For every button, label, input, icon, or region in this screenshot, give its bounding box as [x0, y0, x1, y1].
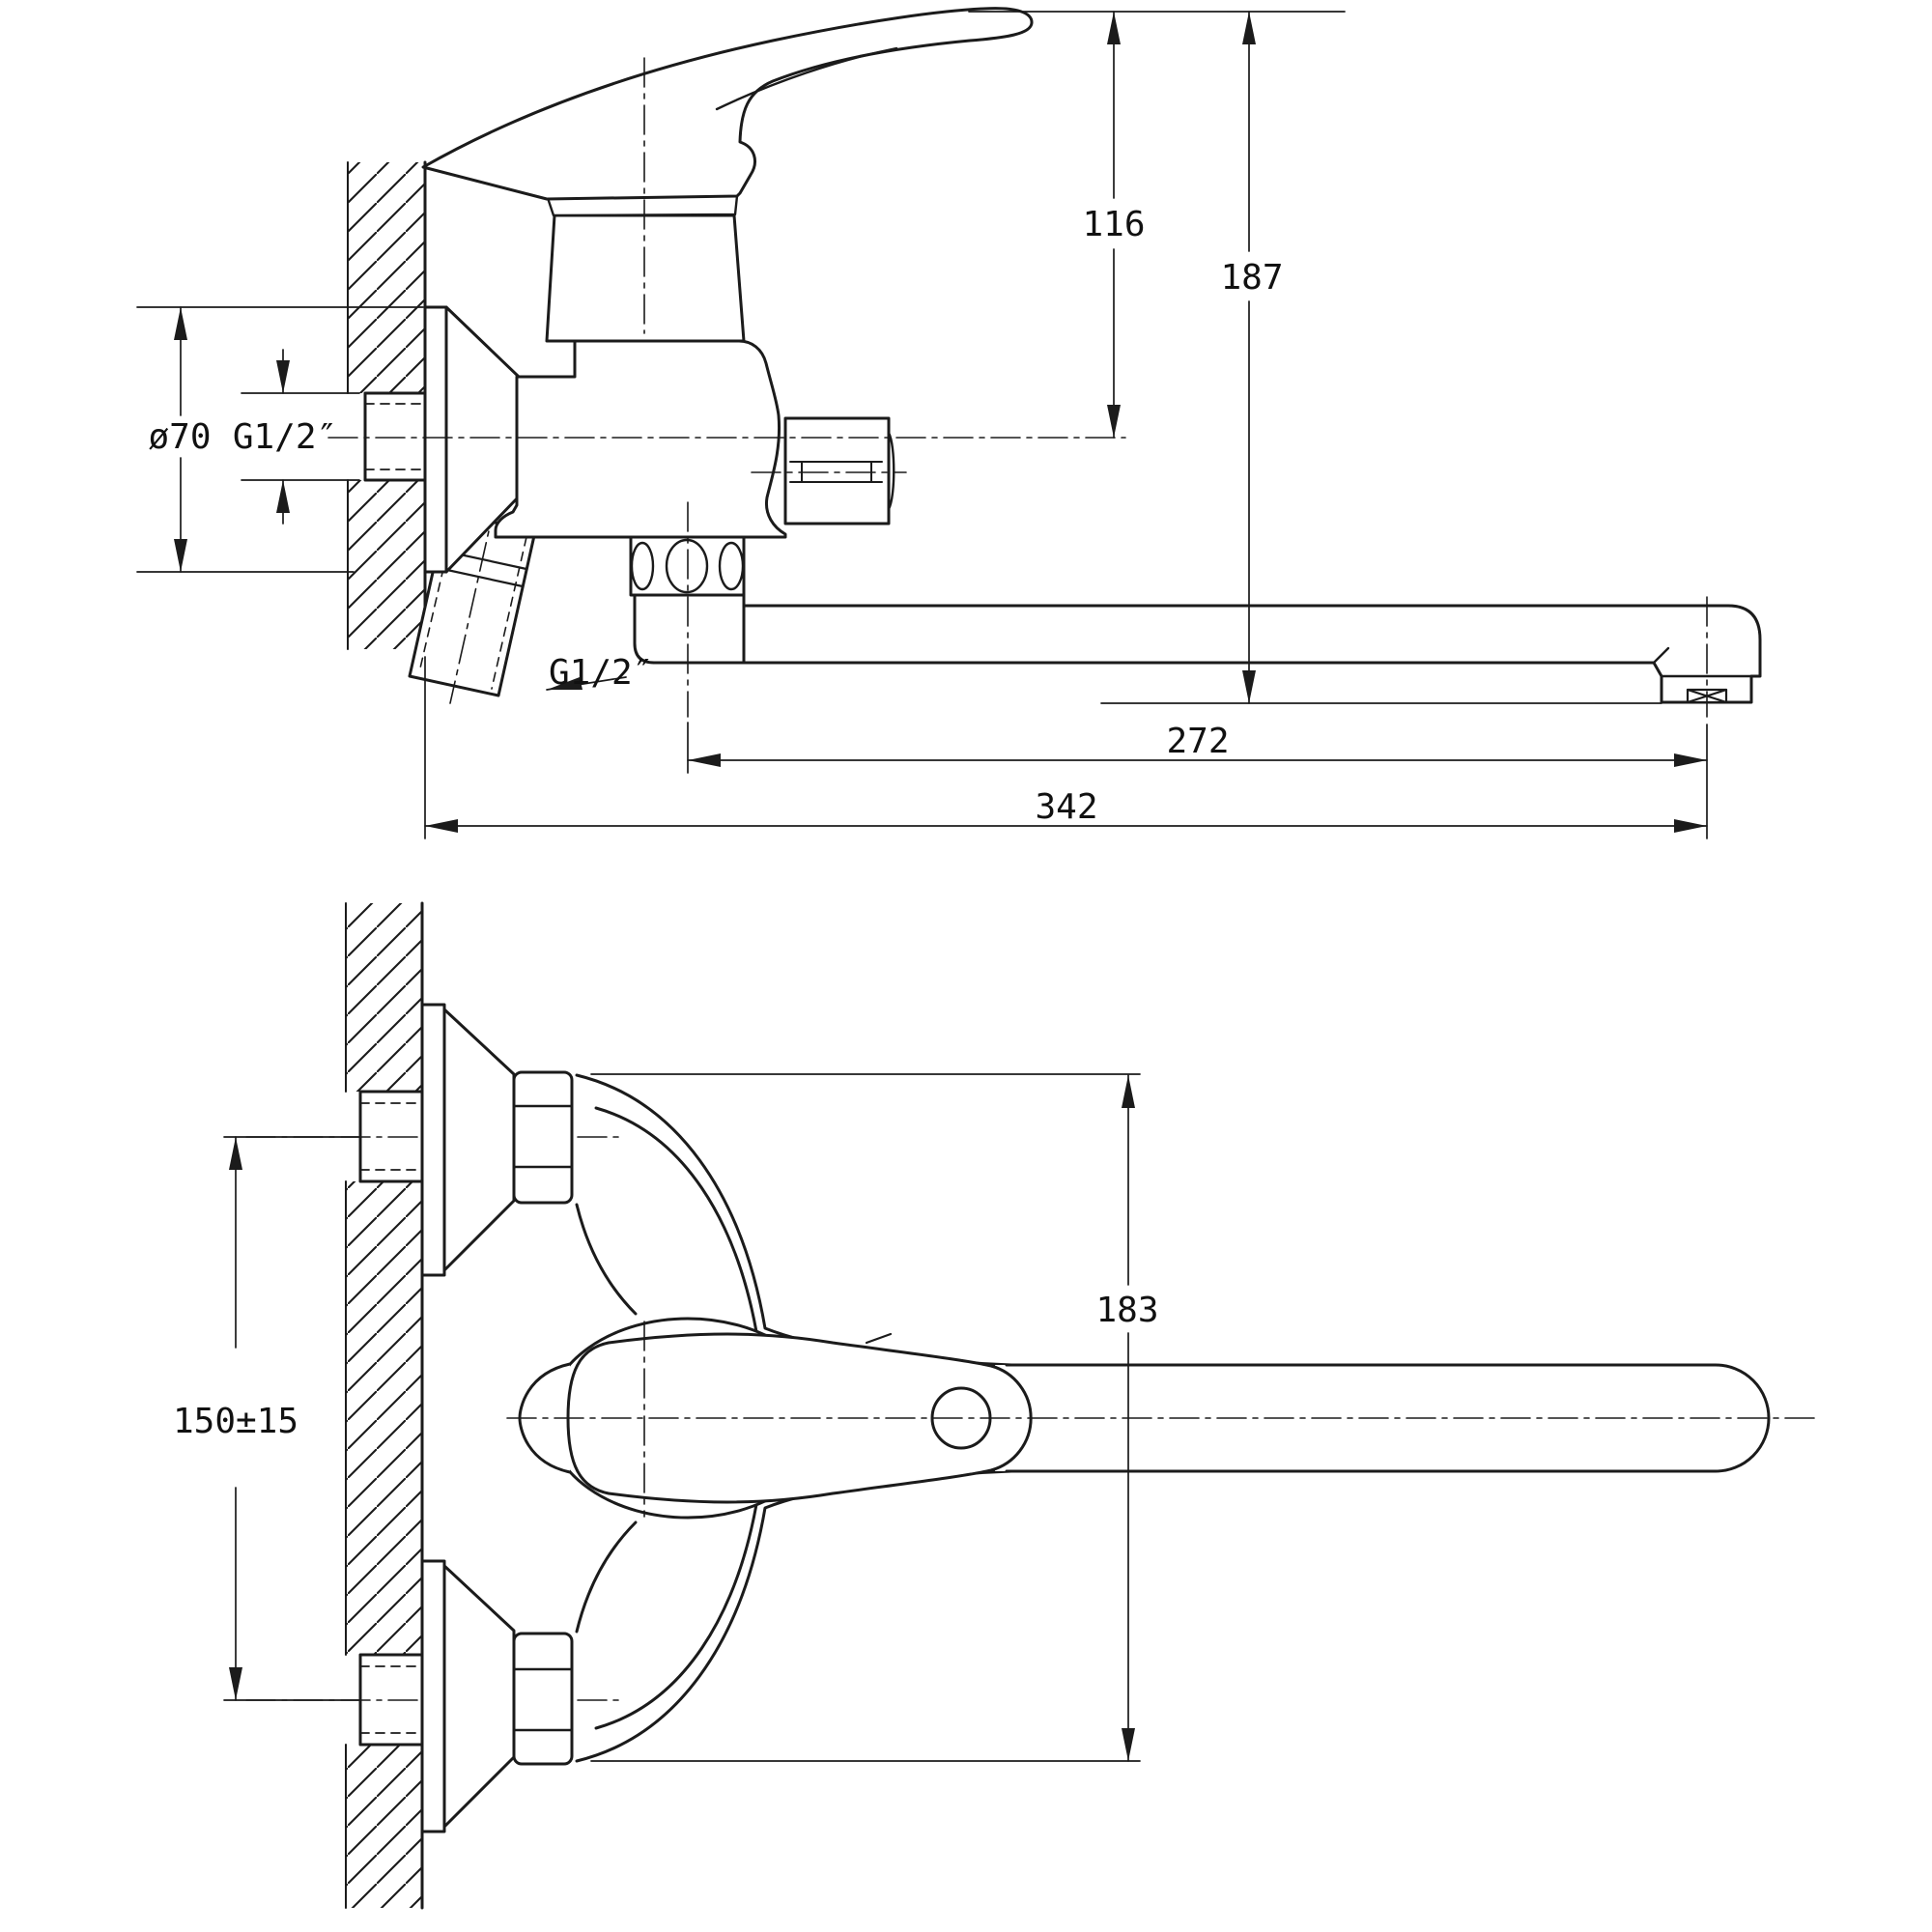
dim-187-label: 187: [1220, 258, 1283, 298]
escutcheon-bottom: [420, 1559, 574, 1833]
lever-handle: [421, 7, 1034, 201]
dimension-labels: 116 187 ø70 G1/2″ G1/2″ 272 342: [148, 205, 1283, 827]
dimensions-side-view: 116 187 ø70 G1/2″ G1/2″ 272 342: [136, 11, 1708, 839]
dim-183-label: 183: [1095, 1291, 1158, 1330]
spout: [629, 501, 1762, 718]
cartridge-tower: [545, 213, 746, 343]
handle-crease-line: [715, 46, 898, 111]
dim-272-label: 272: [1166, 722, 1229, 761]
dim-g12-inlet-label: G1/2″: [233, 417, 337, 457]
dim-g12-shower-label: G1/2″: [549, 653, 653, 693]
escutcheon-top: [420, 1003, 574, 1277]
dim-dia70-label: ø70: [148, 417, 211, 457]
spout-tube: [652, 604, 1762, 704]
mixer-body: [494, 339, 787, 539]
ext-g12: [241, 392, 360, 481]
dim-150-label: 150±15: [173, 1402, 298, 1441]
side-view: 116 187 ø70 G1/2″ G1/2″ 272 342: [136, 7, 1762, 839]
dimensions-plan-view: 183 150±15: [173, 1073, 1159, 1762]
shower-stub-centerline: [449, 496, 497, 704]
arrowheads: [174, 12, 1707, 833]
escutcheon: [423, 305, 521, 574]
ext-dia70: [136, 306, 424, 573]
arrowheads-plan: [229, 1075, 1135, 1761]
dim-342-label: 342: [1035, 787, 1097, 827]
dim-116-label: 116: [1082, 205, 1145, 244]
wall-section-hatch-plan: [346, 903, 422, 1908]
plan-view: 183 150±15: [173, 901, 1817, 1910]
diverter-stub: [751, 416, 907, 526]
wall-section-hatch: [348, 162, 425, 649]
dimension-labels-plan: 183 150±15: [173, 1291, 1159, 1441]
